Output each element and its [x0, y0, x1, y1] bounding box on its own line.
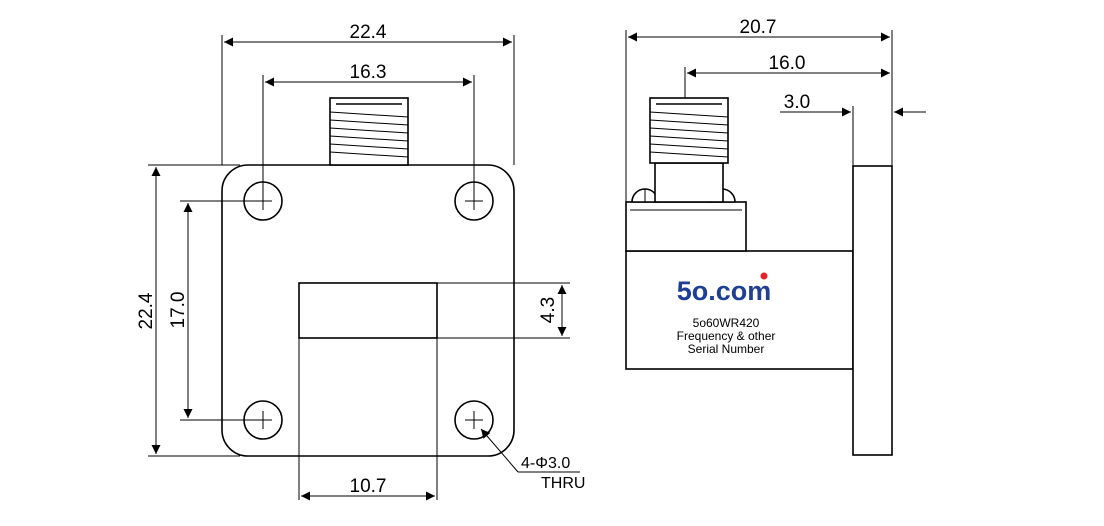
hole-note-leader: 4-Φ3.0 THRU — [480, 428, 585, 492]
dim-flange-thickness: 3.0 — [780, 92, 926, 166]
hole-note-line2: THRU — [541, 475, 585, 492]
side-connector-thread — [649, 97, 729, 164]
side-main-body — [625, 250, 854, 370]
dim-slot-height-label: 4.3 — [538, 297, 559, 323]
dim-side-length: 20.7 — [625, 17, 893, 202]
side-view: 5o.com 5o60WR420 Frequency & other Seria… — [625, 17, 926, 456]
dim-side-length-label: 20.7 — [740, 17, 777, 38]
side-connector-neck — [654, 162, 724, 203]
front-view: 22.4 16.3 22.4 17.0 4.3 — [136, 22, 585, 501]
mounting-hole-bottom-right — [454, 400, 494, 440]
dim-flange-thickness-label: 3.0 — [784, 92, 810, 113]
dim-hole-span-label: 17.0 — [168, 292, 189, 329]
dim-slot-width-label: 10.7 — [350, 476, 387, 497]
label-model: 5o60WR420 — [693, 316, 760, 330]
dim-connector-offset: 16.0 — [684, 53, 890, 98]
side-connector-base — [625, 201, 747, 252]
brand-logo-text: 5o.com — [677, 276, 772, 306]
dim-connector-offset-label: 16.0 — [769, 53, 806, 74]
dim-connector-span-label: 16.3 — [350, 62, 387, 83]
dim-hole-span: 17.0 — [168, 200, 263, 421]
dim-slot-width: 10.7 — [298, 338, 438, 501]
dim-front-height: 22.4 — [136, 164, 240, 457]
dim-slot-height: 4.3 — [437, 282, 570, 339]
hole-note-line1: 4-Φ3.0 — [521, 455, 570, 472]
label-serial: Serial Number — [688, 342, 765, 356]
brand-logo-dot — [760, 272, 768, 280]
dim-front-height-label: 22.4 — [136, 292, 157, 329]
front-flange-plate — [221, 164, 515, 457]
side-flange — [852, 165, 893, 456]
front-connector-thread — [329, 97, 409, 166]
label-frequency: Frequency & other — [677, 329, 776, 343]
waveguide-slot — [298, 282, 438, 339]
brand-logo: 5o.com — [677, 272, 772, 306]
dim-front-width: 22.4 — [221, 22, 515, 165]
dim-connector-span: 16.3 — [262, 62, 475, 201]
dim-front-width-label: 22.4 — [350, 22, 387, 43]
